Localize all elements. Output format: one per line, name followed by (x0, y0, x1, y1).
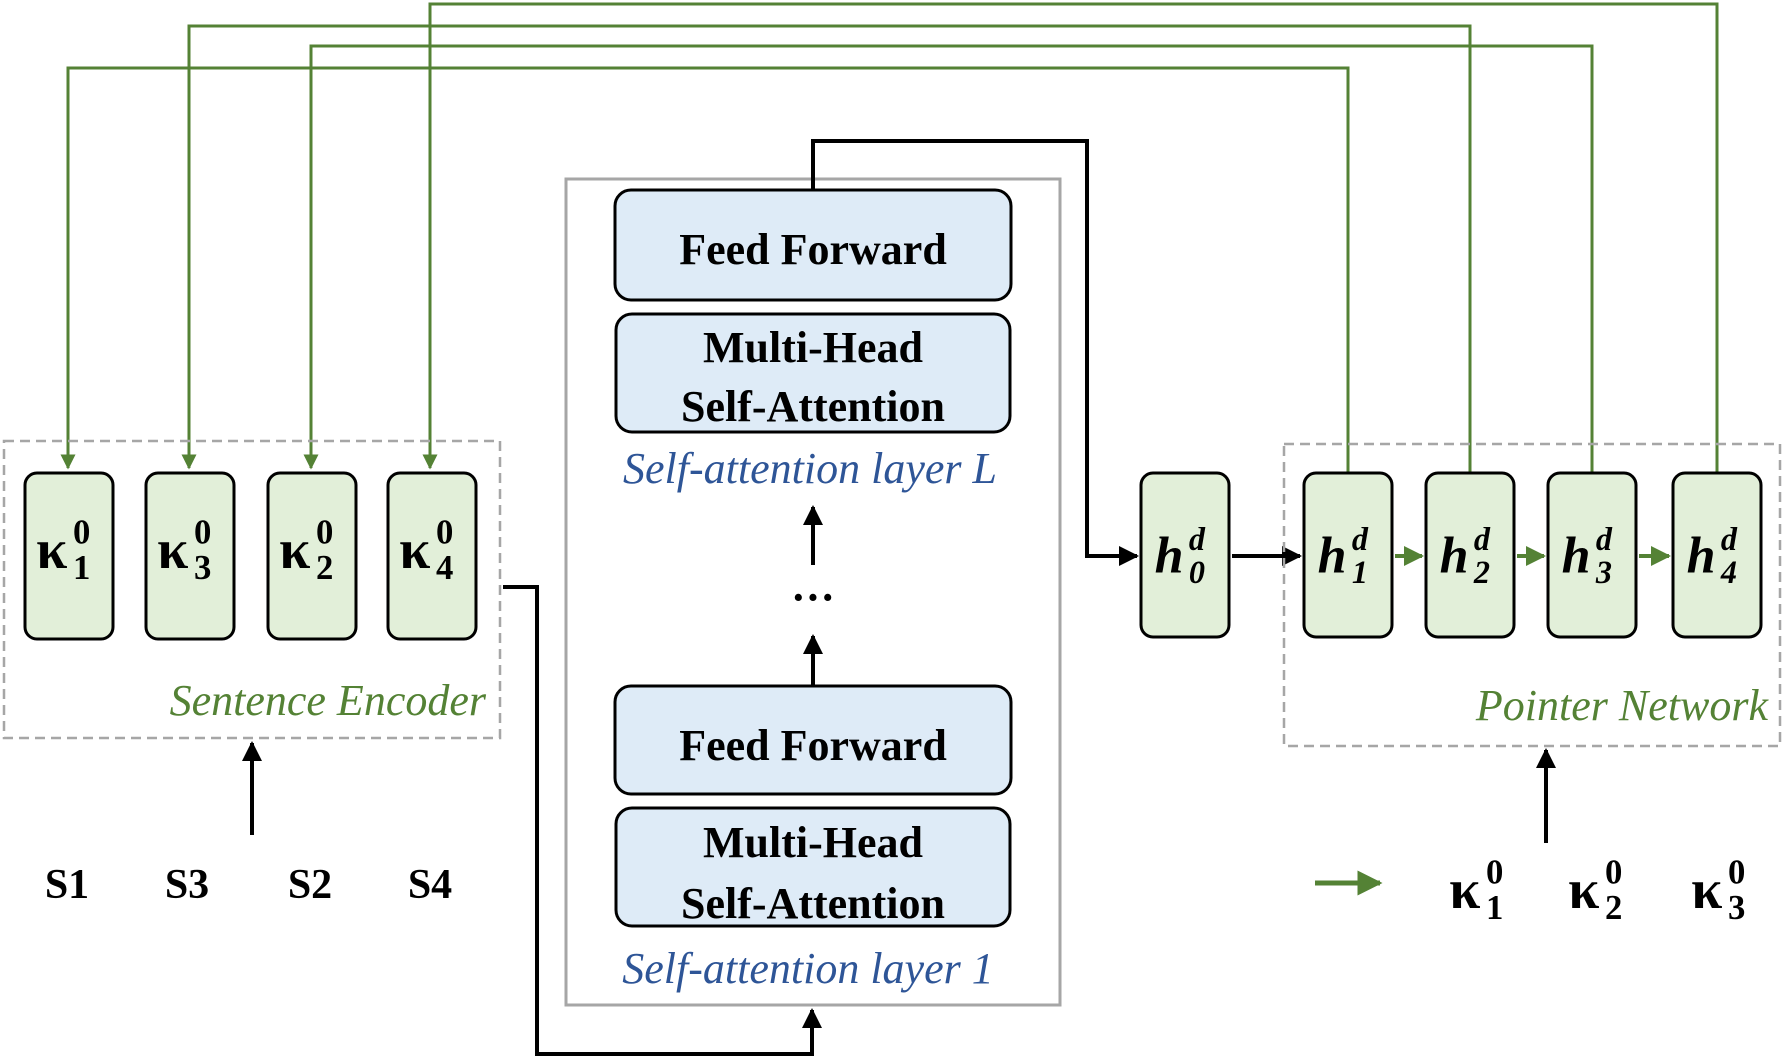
pointer-input-label-subscript: 1 (1486, 888, 1503, 927)
pointer-cell-label-subscript: 4 (1720, 554, 1737, 590)
encoder-cell-label-subscript: 3 (194, 548, 211, 587)
sentence-label: S1 (45, 862, 89, 908)
feed-forward-label-1: Feed Forward (679, 721, 947, 770)
pointer-network-label: Pointer Network (1475, 681, 1770, 730)
encoder-cell-label-superscript: 0 (436, 512, 453, 551)
multi-head-attention-box-1 (614, 806, 1012, 928)
encoder-cell-box (386, 471, 478, 641)
encoder-cell-label-subscript: 4 (436, 548, 453, 587)
sentence-label: S3 (165, 862, 209, 908)
pointer-cell-box (1302, 471, 1394, 639)
pointer-cell-box (1546, 471, 1638, 639)
encoder-cell-label-subscript: 1 (73, 548, 90, 587)
self-attention-label-1: Self-Attention (681, 879, 945, 928)
encoder-cell-label-subscript: 2 (316, 548, 333, 587)
pointer-cell-label-superscript: d (1596, 521, 1613, 557)
transformer-to-decoder-connector (811, 139, 1139, 566)
sentence-labels: S1 S3 S2 S4 (45, 862, 452, 908)
decoder-init-symbol-superscript: d (1189, 521, 1206, 557)
pointer-cell-label-subscript: 1 (1352, 554, 1368, 590)
feedback-line-h2 (181, 24, 1472, 473)
self-attention-layer-L: Feed Forward Multi-Head Self-Attention S… (613, 188, 1013, 493)
multi-head-label-1: Multi-Head (703, 818, 923, 867)
sentence-encoder-frame (2, 439, 502, 740)
multi-head-attention-box-L (614, 312, 1012, 434)
feedback-line-h3 (303, 44, 1594, 473)
pointer-cell-label-symbol: h (1318, 528, 1347, 585)
self-attention-label-L: Self-Attention (681, 382, 945, 431)
pointer-cell-label-subscript: 3 (1595, 554, 1612, 590)
pointer-cell-label-symbol: h (1562, 528, 1591, 585)
layer-ellipsis: ··· (791, 573, 835, 622)
pointer-cell-box (1424, 471, 1516, 639)
pointer-cell-box (1671, 471, 1763, 639)
encoder-cell-box (266, 471, 358, 641)
pointer-network-frame (1282, 442, 1782, 748)
feed-forward-label-L: Feed Forward (679, 225, 947, 274)
encoder-cell-box (144, 471, 236, 641)
pointer-cell-label-subscript: 2 (1473, 554, 1490, 590)
decoder-init-box (1139, 471, 1231, 639)
layer-L-caption: Self-attention layer L (623, 444, 997, 493)
decoder-init-symbol-symbol: h (1155, 528, 1184, 585)
feed-forward-box-1 (613, 684, 1013, 796)
pointer-input-label-symbol: κ (1691, 859, 1722, 921)
pointer-input-label-superscript: 0 (1605, 852, 1622, 891)
pointer-cell-label-superscript: d (1721, 521, 1738, 557)
encoder-cell-label-symbol: κ (279, 519, 310, 581)
encoder-cell-label-superscript: 0 (194, 512, 211, 551)
sentence-label: S2 (288, 862, 332, 908)
encoder-cell-box (23, 471, 115, 641)
layer-1-caption: Self-attention layer 1 (622, 944, 993, 993)
pointer-input-label-symbol: κ (1568, 859, 1599, 921)
pointer-input-label-symbol: κ (1449, 859, 1480, 921)
self-attention-layer-1: Feed Forward Multi-Head Self-Attention S… (613, 684, 1013, 993)
pointer-cell-label-superscript: d (1352, 521, 1369, 557)
multi-head-label-L: Multi-Head (703, 323, 923, 372)
decoder-init-symbol-subscript: 0 (1189, 554, 1205, 590)
pointer-input-label-subscript: 2 (1605, 888, 1622, 927)
pointer-input-label-subscript: 3 (1728, 888, 1745, 927)
pointer-cell-label-symbol: h (1440, 528, 1469, 585)
encoder-cell-label-symbol: κ (36, 519, 67, 581)
pointer-feedback-lines (60, 2, 1719, 473)
pointer-cell-label-superscript: d (1474, 521, 1491, 557)
sentence-encoder-label: Sentence Encoder (170, 676, 487, 725)
feedback-line-h1 (60, 66, 1350, 473)
encoder-to-transformer-connector (503, 585, 822, 1056)
encoder-cell-label-superscript: 0 (73, 512, 90, 551)
pointer-cell-label-symbol: h (1687, 528, 1716, 585)
encoder-cell-label-symbol: κ (399, 519, 430, 581)
sentence-label: S4 (408, 862, 452, 908)
encoder-cell-label-symbol: κ (157, 519, 188, 581)
feedback-line-h4 (422, 2, 1719, 473)
encoder-cell-label-superscript: 0 (316, 512, 333, 551)
pointer-input-label-superscript: 0 (1486, 852, 1503, 891)
pointer-input-label-superscript: 0 (1728, 852, 1745, 891)
